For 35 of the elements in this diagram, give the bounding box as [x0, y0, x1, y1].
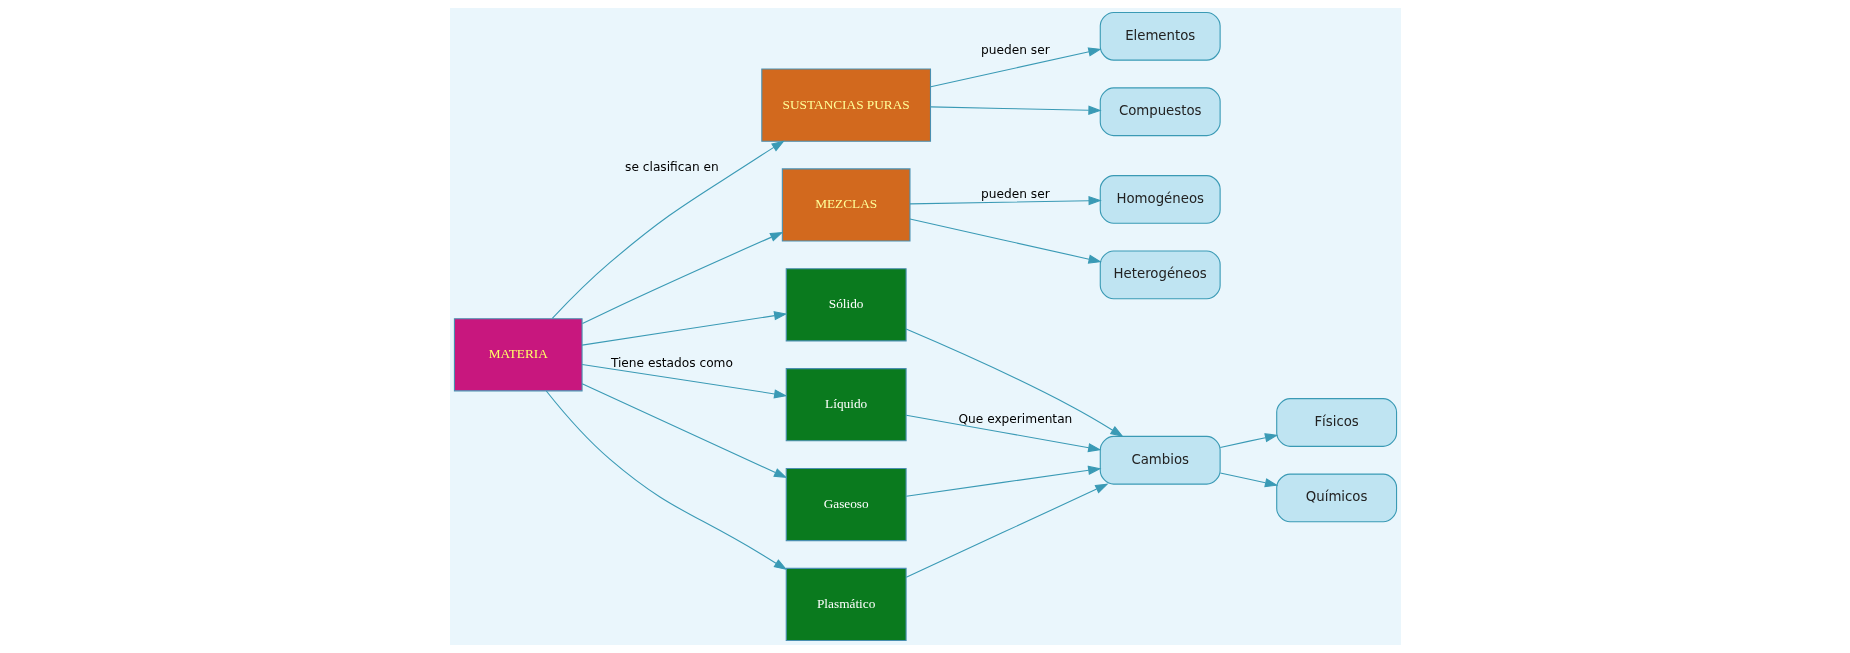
edge-label: pueden ser — [980, 187, 1050, 202]
node-box: Elementos — [1099, 11, 1221, 61]
node-box: Químicos — [1275, 473, 1397, 523]
arrow — [905, 414, 1101, 453]
arrow — [545, 390, 787, 570]
node-box: Heterogéneos — [1099, 250, 1221, 300]
node-box: MATERIA — [453, 318, 583, 392]
node-box: MEZCLAS — [781, 168, 910, 242]
node-box: Homogéneos — [1099, 175, 1221, 224]
edge-label: pueden ser — [980, 42, 1050, 57]
arrow — [908, 196, 1102, 206]
arrow — [581, 363, 787, 399]
node-box: Cambios — [1099, 435, 1221, 485]
arrow — [908, 218, 1102, 264]
arrow — [905, 328, 1124, 437]
node-box: Plasmático — [785, 567, 907, 642]
node-box: Gaseoso — [785, 468, 907, 542]
node-box: Líquido — [785, 368, 907, 442]
arrow — [551, 140, 785, 319]
node-box: Sólido — [785, 268, 907, 342]
arrow — [1219, 472, 1278, 488]
arrow — [581, 231, 783, 325]
arrow — [905, 483, 1109, 578]
arrow — [1219, 433, 1278, 448]
edge-label: Que experimentan — [957, 412, 1072, 427]
arrow — [581, 311, 787, 346]
arrow — [905, 465, 1101, 497]
edge-label: Tiene estados como — [610, 355, 733, 370]
node-box: SUSTANCIAS PURAS — [760, 68, 931, 142]
arrow — [581, 383, 787, 479]
node-box: Compuestos — [1099, 87, 1221, 137]
arrow — [929, 105, 1102, 115]
arrow — [929, 47, 1102, 88]
node-box: Físicos — [1275, 398, 1397, 447]
edge-label: se clasifican en — [624, 160, 719, 175]
